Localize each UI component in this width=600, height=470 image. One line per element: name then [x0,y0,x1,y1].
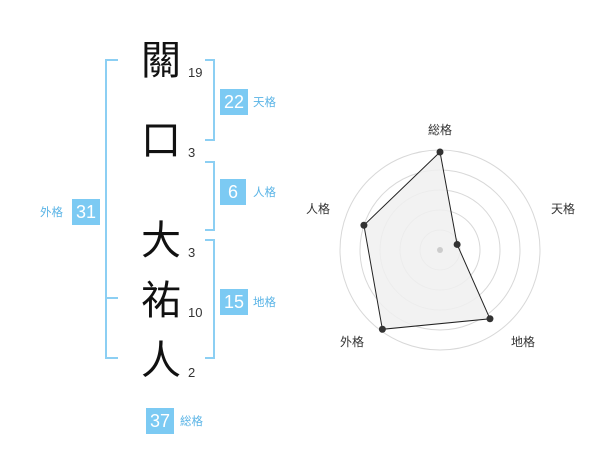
stroke-count-1: 19 [188,65,203,80]
jinkaku-value: 6 [220,179,246,205]
name-char-4: 祐 [141,278,181,324]
soukaku-label: 総格 [180,414,203,428]
name-char-2: 口 [141,118,181,164]
tenkaku-value: 22 [220,89,248,115]
name-char-1: 關 [141,38,181,84]
stroke-count-3: 3 [188,245,196,260]
jinkaku-bracket [205,161,215,231]
radar-point [453,240,461,248]
radar-label-jinkaku: 人格 [306,202,331,216]
radar-label-tenkaku: 天格 [551,202,576,216]
tenkaku-label: 天格 [253,95,276,109]
name-char-5: 人 [141,338,181,384]
gaikaku-bracket [105,59,118,359]
gaikaku-value: 31 [72,199,100,225]
gaikaku-label: 外格 [40,205,63,219]
soukaku-value: 37 [146,408,174,434]
radar-polygon [363,150,491,330]
radar-label-soukaku: 総格 [428,123,453,137]
radar-points [360,148,494,333]
radar-label-chikaku: 地格 [511,335,536,349]
chikaku-bracket [205,239,215,359]
tenkaku-bracket [205,59,215,141]
stroke-count-2: 3 [188,145,196,160]
chikaku-label: 地格 [253,295,276,309]
jinkaku-label: 人格 [253,185,276,199]
radar-point [378,325,386,333]
radar-center [437,247,443,253]
name-char-3: 大 [141,218,181,264]
radar-point [360,221,368,229]
stroke-count-5: 2 [188,365,196,380]
stroke-count-4: 10 [188,305,203,320]
radar-point [436,148,444,156]
chikaku-value: 15 [220,289,248,315]
radar-point [486,315,494,323]
radar-label-gaikaku: 外格 [340,335,365,349]
